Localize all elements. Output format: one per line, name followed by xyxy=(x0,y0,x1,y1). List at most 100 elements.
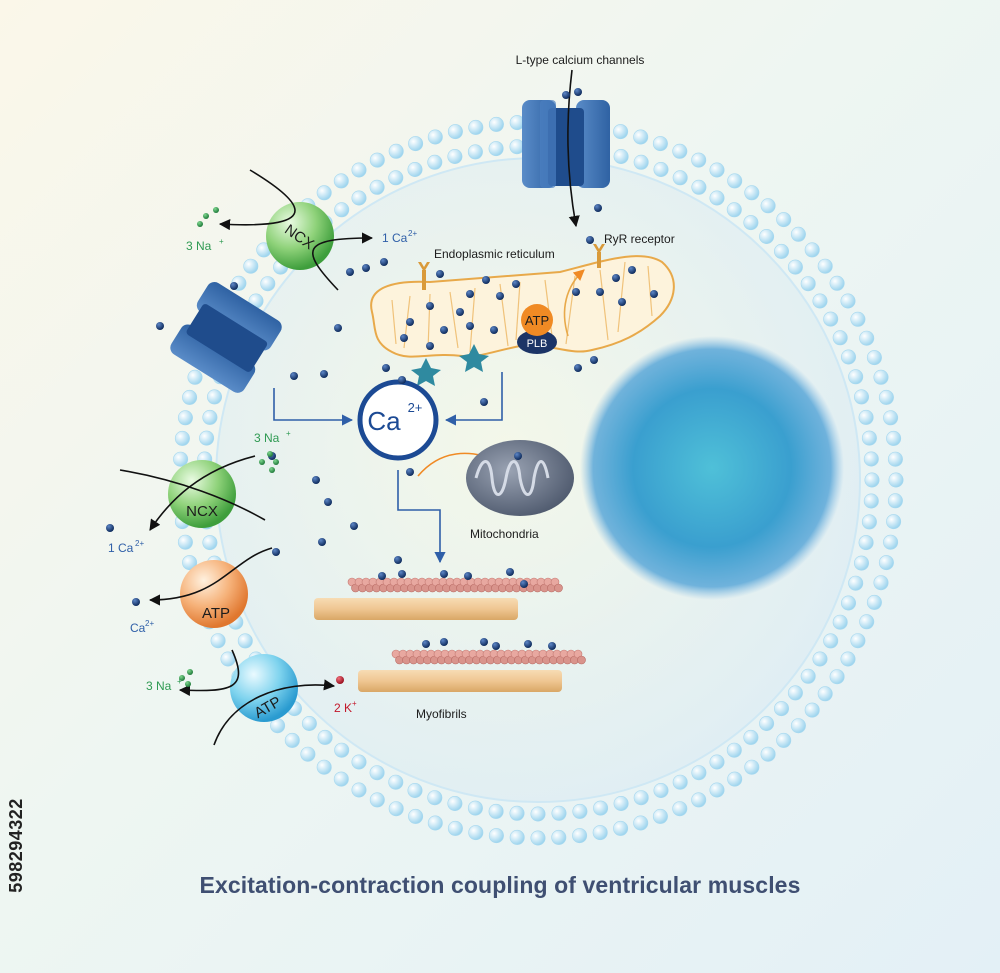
membrane-bead xyxy=(369,765,385,781)
membrane-bead xyxy=(334,202,350,218)
pmca-atp-label: ATP xyxy=(202,605,230,622)
ncx-mid-ca-charge: 2+ xyxy=(135,539,144,548)
membrane-bead xyxy=(509,805,525,821)
calcium-ion xyxy=(290,372,298,380)
mitochondria-label: Mitochondria xyxy=(470,527,539,541)
calcium-ion xyxy=(548,642,556,650)
membrane-bead xyxy=(427,154,443,170)
pmca-ca-text: Ca 2+ xyxy=(130,619,154,635)
membrane-bead xyxy=(653,162,669,178)
membrane-bead xyxy=(652,808,668,824)
membrane-bead xyxy=(853,389,869,405)
calcium-ion xyxy=(380,258,388,266)
central-ca-label: Ca xyxy=(367,406,401,436)
membrane-bead xyxy=(334,742,350,758)
membrane-bead xyxy=(823,633,839,649)
calcium-ion xyxy=(436,270,444,278)
membrane-bead xyxy=(300,746,316,762)
membrane-bead xyxy=(260,276,276,292)
membrane-bead xyxy=(468,825,484,841)
membrane-bead xyxy=(804,242,820,258)
membrane-bead xyxy=(709,162,725,178)
serca-pump-icon xyxy=(411,344,489,386)
actin-filament-lower xyxy=(391,649,586,665)
membrane-bead xyxy=(726,742,742,758)
membrane-bead xyxy=(829,275,845,291)
membrane-bead xyxy=(861,514,877,530)
membrane-bead xyxy=(787,259,803,275)
membrane-bead xyxy=(488,828,504,844)
calcium-ion xyxy=(650,290,658,298)
membrane-bead xyxy=(800,668,816,684)
membrane-bead xyxy=(633,790,649,806)
ncx-mid-label: NCX xyxy=(186,503,218,520)
membrane-bead xyxy=(369,152,385,168)
membrane-bead xyxy=(743,729,759,745)
calcium-ion xyxy=(492,642,500,650)
membrane-bead xyxy=(887,451,903,467)
nucleus xyxy=(580,336,844,600)
membrane-bead xyxy=(883,534,899,550)
nak-k-flow xyxy=(213,679,336,746)
membrane-bead xyxy=(407,162,423,178)
membrane-bead xyxy=(551,829,567,845)
membrane-bead xyxy=(388,774,404,790)
calcium-ion xyxy=(334,324,342,332)
membrane-bead xyxy=(709,782,725,798)
ncx-top-na-label: 3 Na xyxy=(186,239,212,253)
nak-na-text: 3 Na + xyxy=(146,677,182,693)
membrane-bead xyxy=(848,369,864,385)
calcium-ion xyxy=(156,322,164,330)
l-type-calcium-channel xyxy=(522,100,610,188)
ncx-mid-na-label: 3 Na xyxy=(254,431,280,445)
membrane-bead xyxy=(850,633,866,649)
calcium-ion xyxy=(398,570,406,578)
membrane-bead xyxy=(888,472,904,488)
sodium-ion xyxy=(197,221,203,227)
calcium-ion xyxy=(406,318,414,326)
membrane-bead xyxy=(858,535,874,551)
membrane-bead xyxy=(864,472,880,488)
membrane-bead xyxy=(823,311,839,327)
membrane-bead xyxy=(773,701,789,717)
nak-na-flow xyxy=(178,649,240,696)
membrane-bead xyxy=(672,170,688,186)
calcium-ion xyxy=(572,288,580,296)
membrane-bead xyxy=(408,136,424,152)
membrane-bead xyxy=(861,430,877,446)
membrane-bead xyxy=(447,820,463,836)
calcium-ion xyxy=(628,266,636,274)
membrane-bead xyxy=(388,170,404,186)
calcium-ion xyxy=(272,548,280,556)
membrane-bead xyxy=(840,349,856,365)
calcium-ion xyxy=(574,364,582,372)
membrane-bead xyxy=(369,179,385,195)
membrane-bead xyxy=(199,430,215,446)
membrane-bead xyxy=(760,746,776,762)
membrane-bead xyxy=(743,215,759,231)
calcium-ion xyxy=(132,598,140,606)
membrane-bead xyxy=(388,143,404,159)
membrane-bead xyxy=(886,514,902,530)
arrow-er-to-ca xyxy=(444,372,503,426)
membrane-bead xyxy=(863,493,879,509)
membrane-bead xyxy=(744,759,760,775)
membrane-bead xyxy=(447,149,463,165)
membrane-bead xyxy=(284,732,300,748)
membrane-bead xyxy=(592,825,608,841)
calcium-ion xyxy=(394,556,402,564)
membrane-bead xyxy=(333,771,349,787)
calcium-ion xyxy=(230,282,238,290)
membrane-bead xyxy=(709,190,725,206)
membrane-bead xyxy=(572,803,588,819)
membrane-bead xyxy=(744,185,760,201)
actin-filament-upper xyxy=(347,577,563,593)
myofibrils-label: Myofibrils xyxy=(416,707,467,721)
sodium-ion xyxy=(185,681,191,687)
membrane-bead xyxy=(878,389,894,405)
membrane-bead xyxy=(878,555,894,571)
membrane-bead xyxy=(853,555,869,571)
membrane-bead xyxy=(407,782,423,798)
membrane-bead xyxy=(829,669,845,685)
